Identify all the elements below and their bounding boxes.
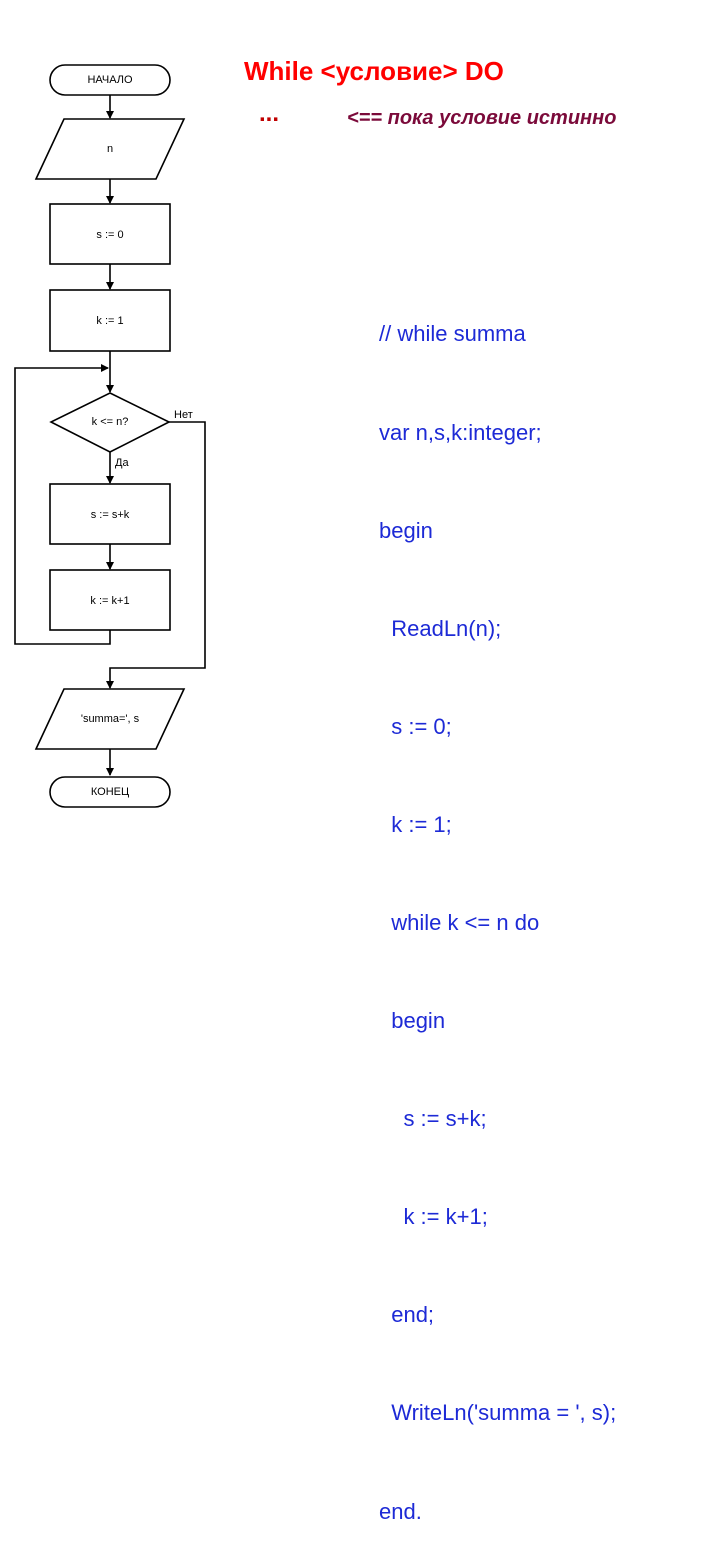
code-line: begin — [379, 1008, 446, 1034]
body-s-label: s := s+k — [91, 509, 130, 521]
end-terminator — [49, 776, 171, 808]
condition-note: <== пока условие истинно — [347, 107, 617, 129]
code-line: end. — [379, 1498, 422, 1524]
code-line: var n,s,k:integer; — [379, 419, 542, 445]
code-line: // while summa — [379, 321, 526, 347]
start-terminator — [49, 64, 171, 96]
output-parallelogram — [34, 688, 186, 750]
start-label: НАЧАЛО — [87, 74, 133, 86]
code-listing: // while summa var n,s,k:integer; begin … — [379, 253, 616, 1561]
code-line: begin — [379, 517, 433, 543]
page-title: While <условие> DO — [244, 56, 504, 86]
code-line: s := 0; — [379, 713, 452, 739]
body-k-label: k := k+1 — [90, 595, 129, 607]
init-k-box — [49, 289, 171, 352]
init-s-label: s := 0 — [96, 229, 123, 241]
body-s-box — [49, 483, 171, 545]
ellipsis-marker: ... — [259, 100, 280, 127]
condition-label: k <= n? — [92, 416, 129, 428]
code-line: k := k+1; — [379, 1204, 488, 1230]
code-line: s := s+k; — [379, 1106, 487, 1132]
code-line: k := 1; — [379, 811, 452, 837]
output-label: 'summa=', s — [81, 713, 140, 725]
yes-branch-label: Да — [115, 457, 129, 469]
code-line: WriteLn('summa = ', s); — [379, 1400, 617, 1426]
code-line: end; — [379, 1302, 435, 1328]
code-line: ReadLn(n); — [379, 615, 502, 641]
init-s-box — [49, 203, 171, 265]
input-label: n — [107, 143, 113, 155]
input-parallelogram — [34, 118, 186, 180]
body-k-box — [49, 569, 171, 631]
flowchart: НАЧАЛО n s := 0 k := 1 k <= n? s := s+k … — [14, 64, 206, 808]
code-line: while k <= n do — [379, 909, 540, 935]
arrow-no — [106, 421, 206, 689]
end-label: КОНЕЦ — [91, 786, 129, 798]
loop-back-line — [14, 364, 111, 645]
init-k-label: k := 1 — [96, 315, 123, 327]
connectors — [14, 95, 206, 776]
no-branch-label: Нет — [174, 409, 193, 421]
condition-diamond — [49, 392, 171, 453]
